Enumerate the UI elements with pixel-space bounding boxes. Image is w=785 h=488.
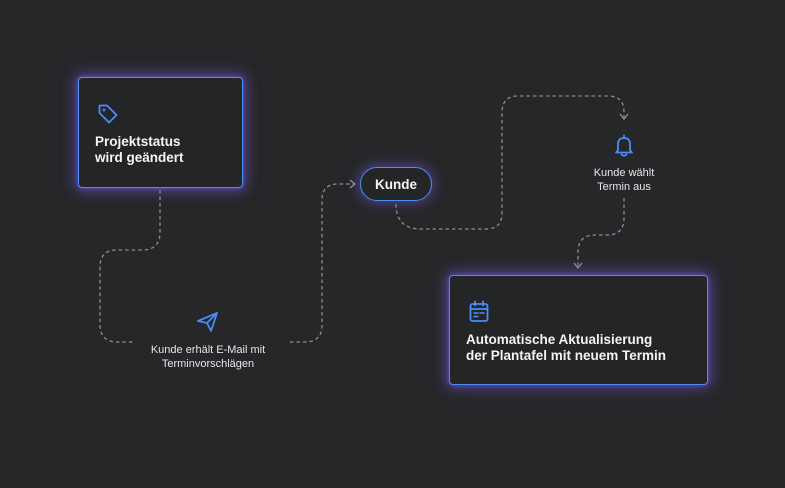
choose-step-label: Kunde wählt Termin aus xyxy=(564,167,684,194)
schedule-update-text: Automatische Aktualisierung der Plantafe… xyxy=(466,332,666,364)
connector-email-to-customer xyxy=(290,179,357,343)
customer-label: Kunde xyxy=(375,176,417,192)
connector-customer-to-choose xyxy=(395,95,629,230)
bell-icon xyxy=(615,134,633,157)
project-status-line-1: Projektstatus xyxy=(95,134,181,149)
choose-line-2: Termin aus xyxy=(597,180,651,193)
customer-node: Kunde xyxy=(360,167,432,201)
tag-icon xyxy=(98,104,118,124)
project-status-line-2: wird geändert xyxy=(95,150,184,165)
schedule-update-card: Automatische Aktualisierung der Plantafe… xyxy=(449,275,708,385)
email-line-1: Kunde erhält E-Mail mit xyxy=(150,344,266,356)
paper-plane-icon xyxy=(197,312,218,332)
project-status-text: Projektstatus wird geändert xyxy=(95,134,184,166)
choose-line-1: Kunde wählt xyxy=(593,167,655,179)
schedule-update-line-1: Automatische Aktualisierung xyxy=(466,332,653,347)
calendar-icon xyxy=(469,300,489,322)
email-step-label: Kunde erhält E-Mail mit Terminvorschläge… xyxy=(128,344,288,371)
connector-choose-to-update xyxy=(573,198,625,270)
schedule-update-line-2: der Plantafel mit neuem Termin xyxy=(466,348,667,363)
email-line-2: Terminvorschlägen xyxy=(161,357,255,370)
connector-status-to-email xyxy=(99,190,161,343)
project-status-card: Projektstatus wird geändert xyxy=(78,77,243,188)
